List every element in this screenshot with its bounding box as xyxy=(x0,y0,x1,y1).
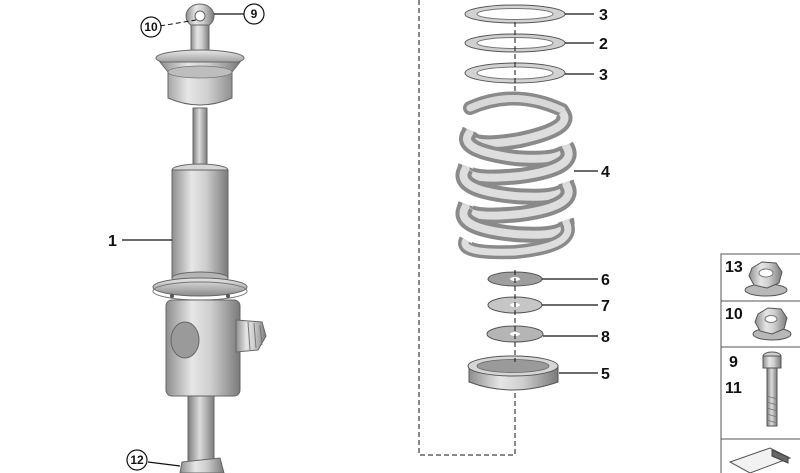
lock-nut-icon xyxy=(752,307,792,341)
bolt-icon xyxy=(762,351,782,427)
top-eye-mount xyxy=(185,3,215,56)
lower-mount-end xyxy=(179,457,225,473)
callout-12: 12 xyxy=(130,453,144,467)
damper-body xyxy=(171,163,229,285)
callout-5: 5 xyxy=(601,366,610,383)
coil-spring xyxy=(455,91,577,260)
callout-12-circle: 12 xyxy=(126,449,148,471)
leader-10 xyxy=(159,19,197,27)
part-box-11-label: 11 xyxy=(725,380,742,397)
callout-3-top: 3 xyxy=(599,7,608,24)
flange-nut-icon xyxy=(744,261,788,297)
callout-9: 9 xyxy=(251,7,258,21)
callout-10: 10 xyxy=(144,20,158,34)
lower-valve-body xyxy=(165,299,267,397)
assembly-connector-line xyxy=(418,0,516,456)
callout-3-lower: 3 xyxy=(599,67,608,84)
leader-12 xyxy=(147,461,181,467)
part-box-9-label: 9 xyxy=(729,354,738,371)
shim-ring-top xyxy=(464,4,566,24)
callout-1: 1 xyxy=(108,233,117,250)
part-box-9-11 xyxy=(720,346,800,440)
lower-tube xyxy=(187,395,215,463)
spring-pad xyxy=(467,355,559,391)
callout-7: 7 xyxy=(601,298,610,315)
callout-6: 6 xyxy=(601,272,610,289)
callout-2: 2 xyxy=(599,36,608,53)
top-mount-cup xyxy=(155,49,245,106)
spring-seat-plate xyxy=(152,277,248,301)
callout-9-circle: 9 xyxy=(243,3,265,25)
callout-10-circle: 10 xyxy=(140,16,162,38)
part-box-10-label: 10 xyxy=(725,306,743,323)
small-parts-panel: 13 10 9 11 xyxy=(720,253,800,473)
shock-absorber xyxy=(152,3,267,473)
callout-8: 8 xyxy=(601,329,610,346)
part-box-13-label: 13 xyxy=(725,259,743,276)
wedge-shim-icon xyxy=(728,447,792,473)
piston-rod xyxy=(192,107,208,171)
callout-4: 4 xyxy=(601,164,610,181)
